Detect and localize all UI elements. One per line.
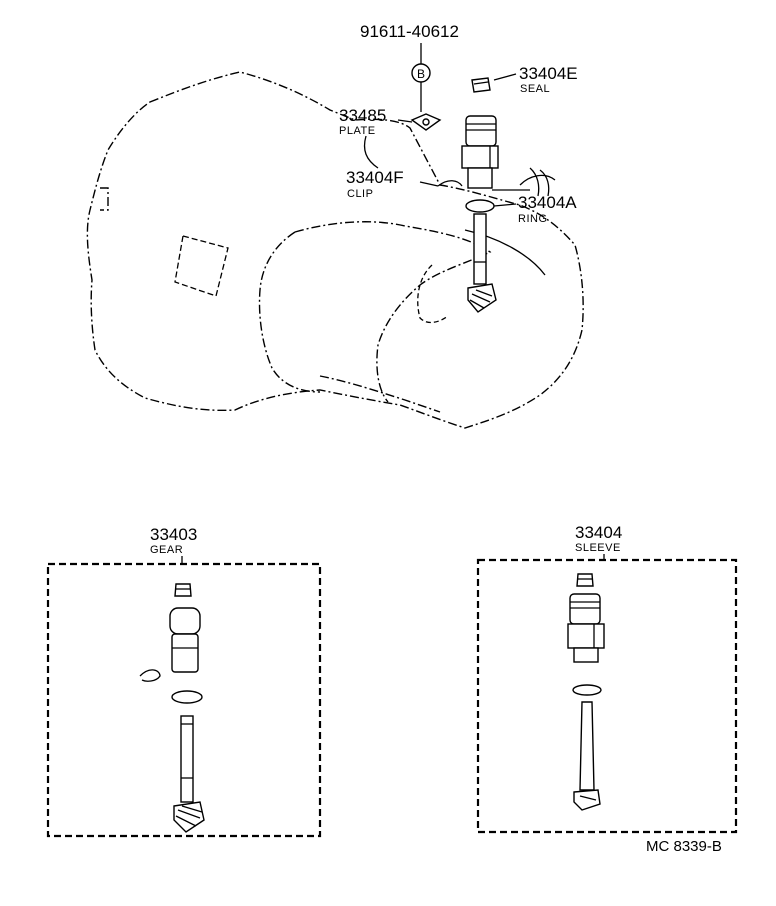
bolt-code-label: 91611-40612 (360, 22, 459, 41)
bolt-marker-badge: B (411, 43, 431, 112)
sleeve-name-label: SLEEVE (575, 542, 621, 554)
seal-number-label: 33404E (519, 64, 578, 83)
clip-number-label: 33404F (346, 168, 404, 187)
sleeve-number-label: 33404 (575, 523, 622, 542)
gear-kit-box: 33403 GEAR (46, 525, 322, 838)
plate-number-label: 33485 (339, 106, 386, 125)
transaxle-housing (86, 71, 584, 429)
gear-name-label: GEAR (150, 544, 183, 556)
bolt-marker-text: B (417, 67, 425, 81)
gear-number-label: 33403 (150, 525, 197, 544)
diagram-code-label: MC 8339-B (646, 838, 722, 855)
seal-part (471, 77, 491, 93)
plate-name-label: PLATE (339, 125, 376, 137)
installed-gear-assembly (437, 115, 499, 313)
ring-number-label: 33404A (518, 193, 577, 212)
sleeve-kit-box: 33404 SLEEVE (476, 523, 738, 834)
leader-lines (363, 73, 530, 207)
ring-name-label: RING (518, 213, 548, 225)
clip-name-label: CLIP (347, 188, 373, 200)
seal-name-label: SEAL (520, 83, 550, 95)
